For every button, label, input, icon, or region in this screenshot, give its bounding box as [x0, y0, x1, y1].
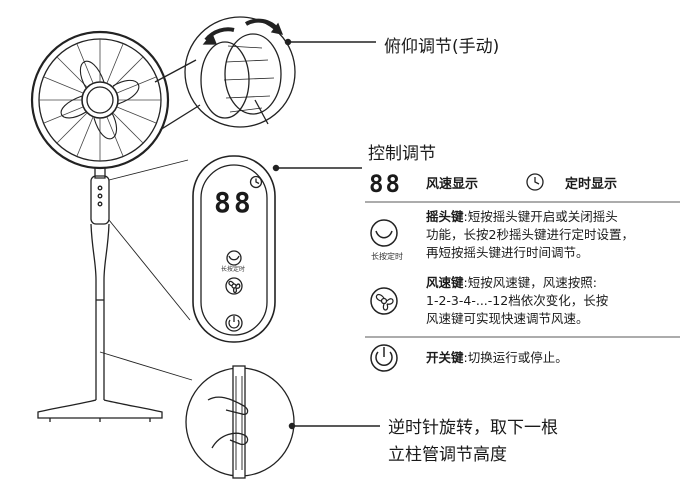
wind-display-label: 风速显示 [426, 177, 479, 192]
speed-line-1: 风速键:短按风速键，风速按照: [426, 275, 597, 290]
pole-callout-line-1: 逆时针旋转，取下一根 [388, 418, 558, 438]
pole-callout-line-2: 立柱管调节高度 [388, 445, 507, 465]
fan-head [30, 30, 170, 170]
panel-display-digits: 88 [214, 186, 254, 219]
oscillate-line-3: 再短按摇头键进行时间调节。 [426, 245, 589, 260]
timer-display-label: 定时显示 [565, 177, 618, 192]
oscillate-hold-caption: 长按定时 [371, 252, 403, 261]
timer-legend-icon [526, 173, 544, 191]
wind-display-digits: 88 [369, 170, 402, 198]
speed-legend-icon [370, 287, 398, 315]
speed-line-2: 1-2-3-4-...-12档依次变化，长按 [426, 293, 609, 308]
speed-line-3: 风速键可实现快速调节风速。 [426, 311, 589, 326]
panel-hold-caption: 长按定时 [221, 266, 246, 273]
oscillate-legend-icon [370, 219, 398, 247]
fan-stand [37, 168, 163, 422]
oscillate-line-1: 摇头键:短按摇头键开启或关闭摇头 [426, 209, 618, 224]
speed-key-name: 风速键 [426, 275, 464, 290]
tilt-detail [154, 16, 376, 131]
tilt-callout: 俯仰调节(手动) [384, 37, 500, 57]
power-key-name: 开关键 [426, 350, 464, 365]
controls-heading: 控制调节 [368, 144, 436, 164]
pole-detail [99, 351, 380, 479]
control-panel-illustration [192, 155, 276, 343]
oscillate-line-2: 功能，长按2秒摇头键进行定时设置， [426, 227, 634, 242]
power-line: 开关键:切换运行或停止。 [426, 350, 568, 365]
power-legend-icon [370, 344, 398, 372]
oscillate-key-name: 摇头键 [426, 209, 464, 224]
